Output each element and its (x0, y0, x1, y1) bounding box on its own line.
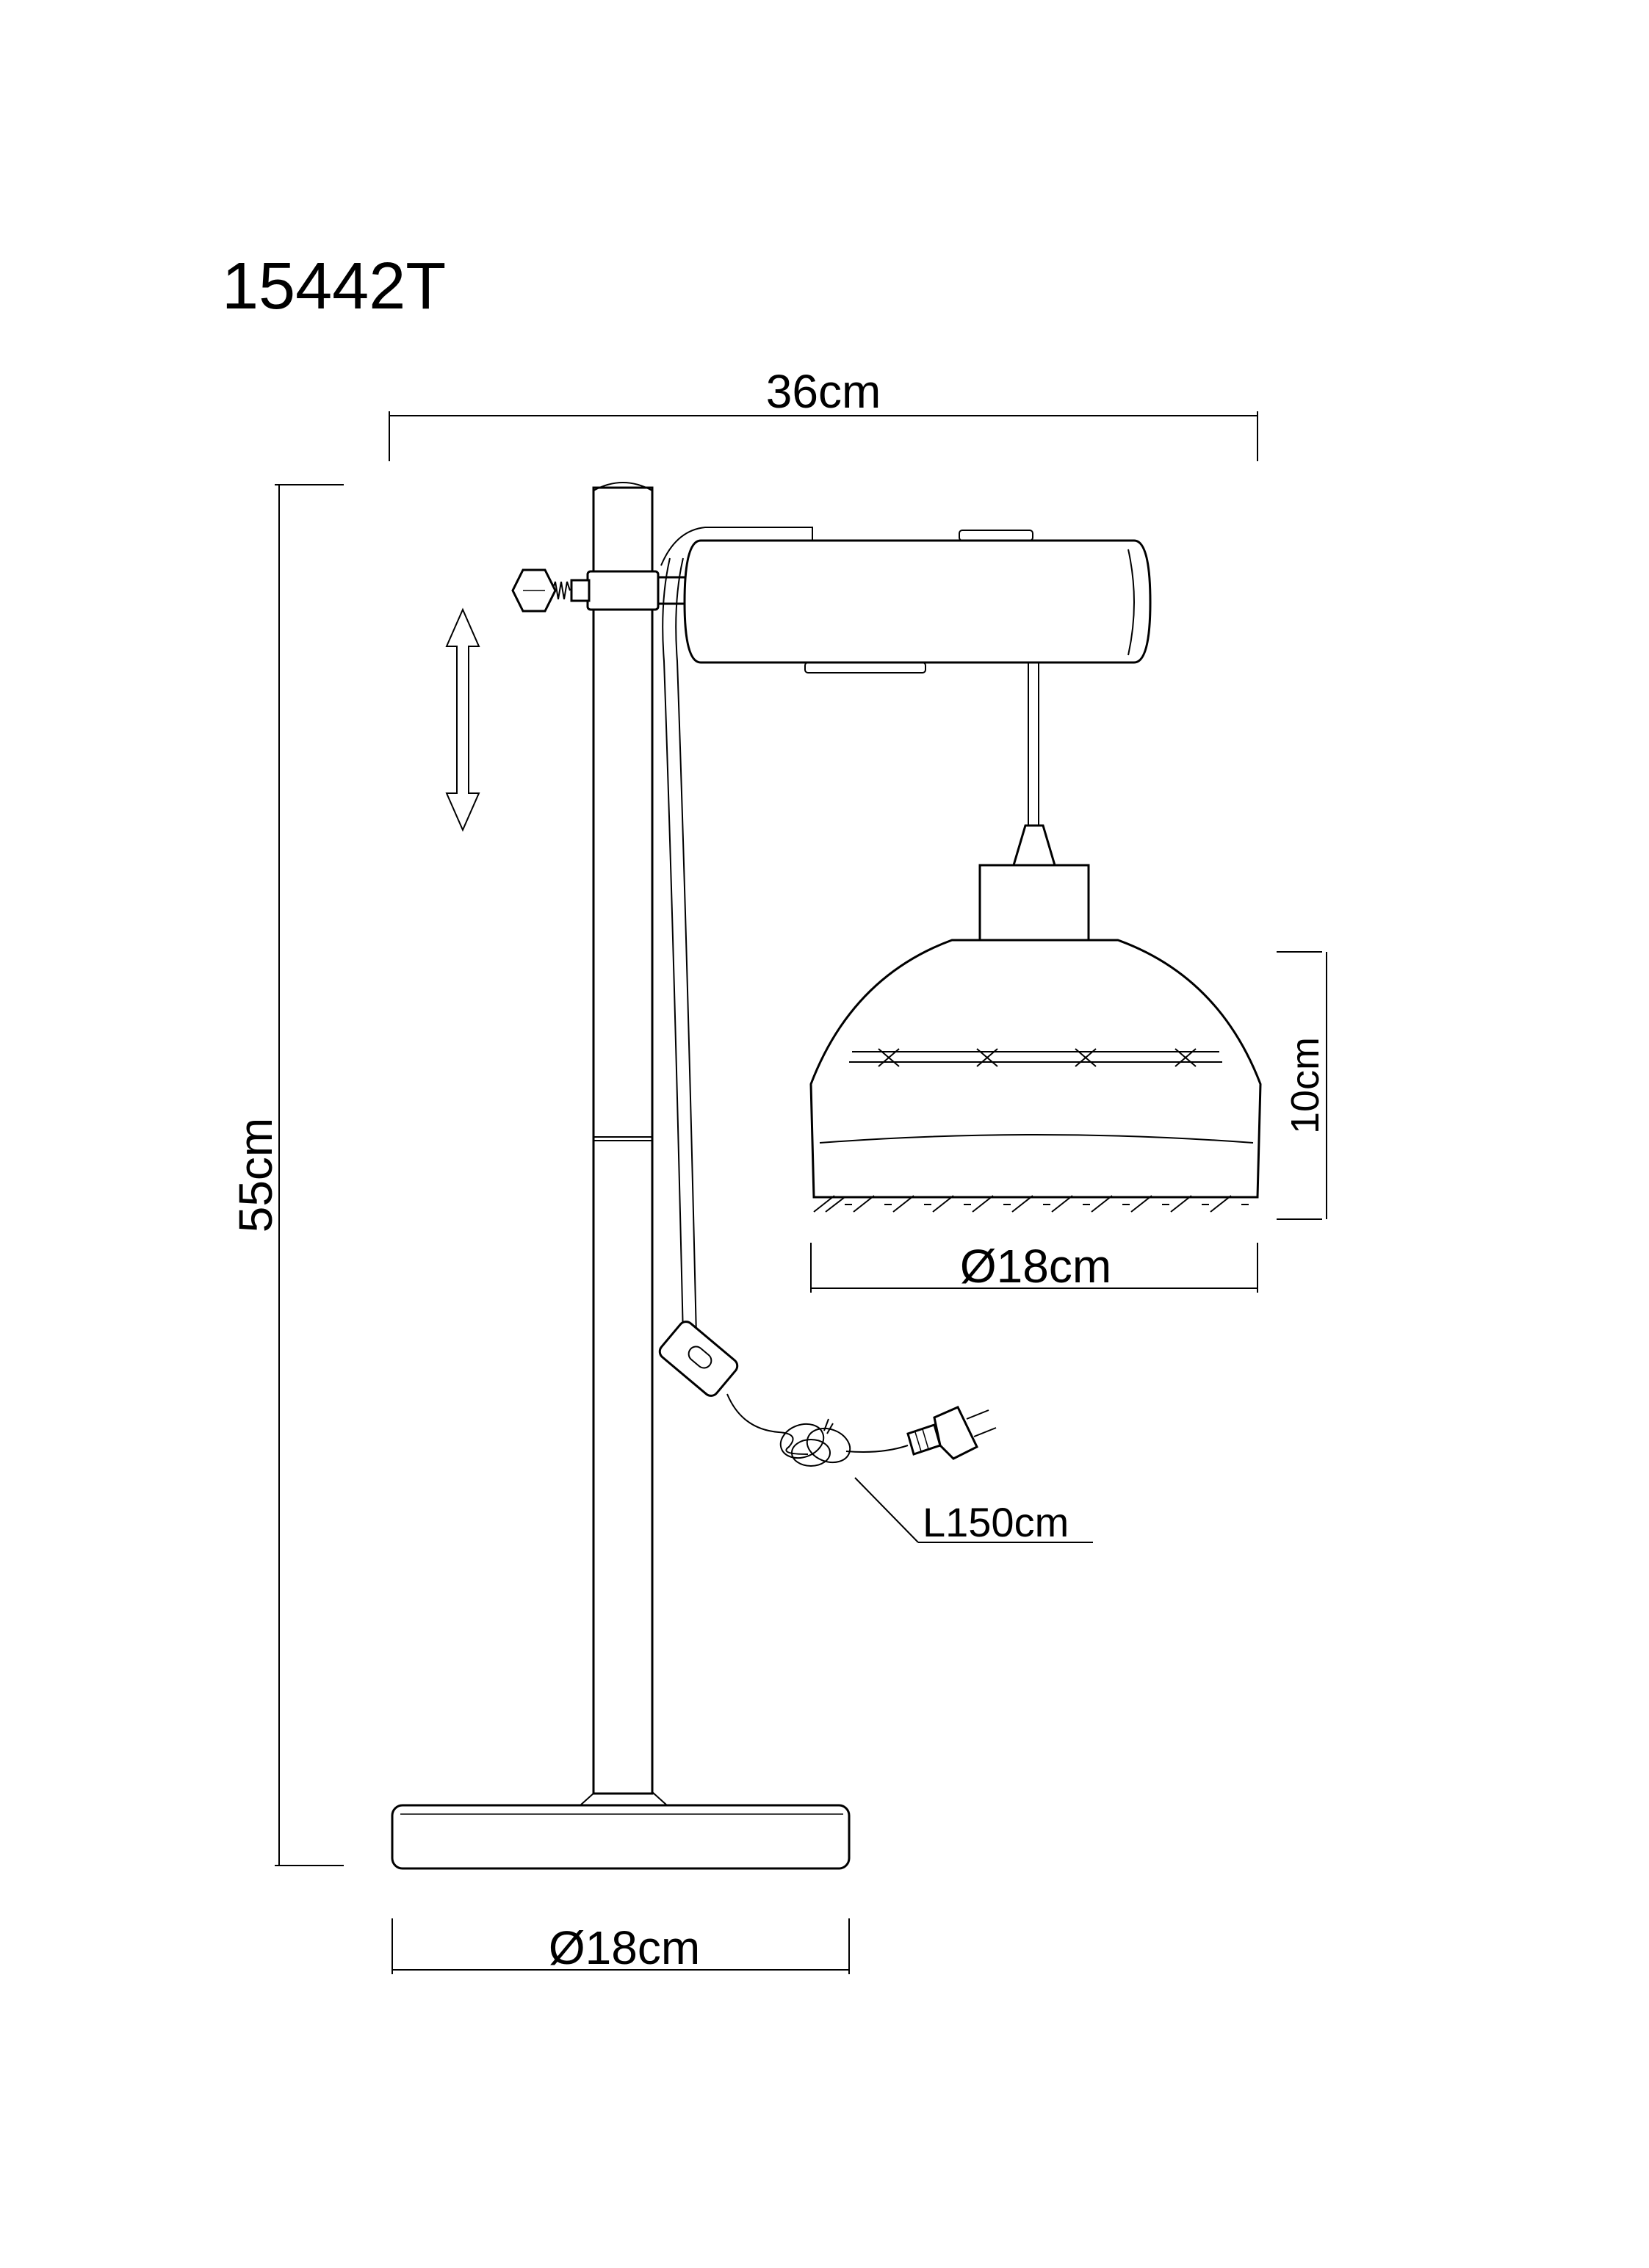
power-plug-icon (906, 1406, 997, 1460)
cord-switch-icon (658, 1321, 739, 1397)
model-number-label: 15442T (222, 250, 446, 323)
shade-stitches-rim (813, 1195, 1249, 1213)
lamp-arm (660, 527, 1152, 673)
shade-height-dimension: 10cm (1277, 951, 1327, 1220)
pole-clamp (511, 568, 689, 613)
width-label: 36cm (766, 365, 881, 418)
height-adjust-arrow-icon (445, 607, 480, 832)
cable-length-callout: L150cm (854, 1477, 1093, 1545)
shade-diameter-label: Ø18cm (960, 1240, 1111, 1293)
cord-coil-icon (779, 1418, 851, 1467)
lamp-illustration (391, 482, 1262, 1870)
height-label: 55cm (229, 1118, 282, 1233)
width-dimension: 36cm (389, 365, 1258, 461)
base-diameter-label: Ø18cm (549, 1921, 700, 1974)
cable-length-label: L150cm (923, 1499, 1069, 1545)
power-cord (658, 557, 997, 1467)
lamp-base (391, 1791, 851, 1870)
lamp-shade (809, 824, 1262, 1213)
height-dimension: 55cm (229, 484, 344, 1866)
base-diameter-dimension: Ø18cm (391, 1918, 850, 1974)
shade-diameter-dimension: Ø18cm (810, 1240, 1258, 1293)
shade-height-label: 10cm (1283, 1037, 1327, 1134)
shade-stitches-upper (878, 1048, 1197, 1067)
lamp-pole (592, 482, 654, 1795)
